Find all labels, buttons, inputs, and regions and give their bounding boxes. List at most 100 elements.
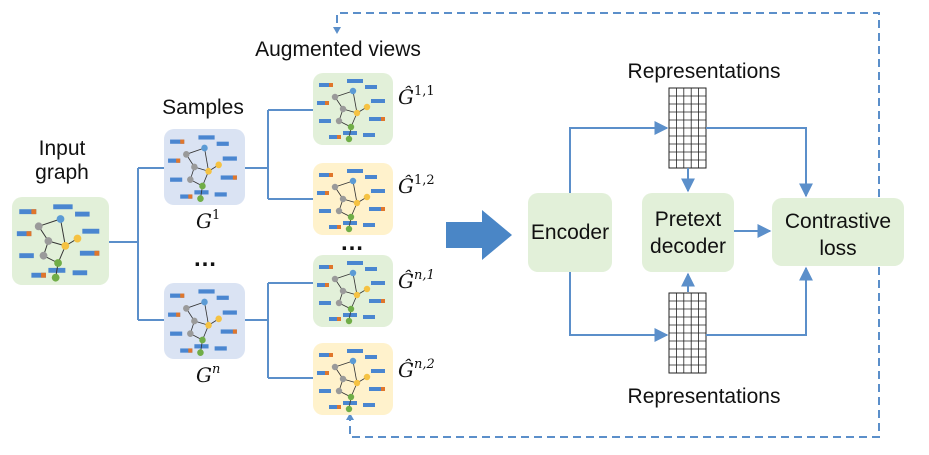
feature-block — [371, 369, 385, 373]
feature-block — [317, 191, 329, 195]
graph-glyph — [168, 289, 237, 357]
encoder-label: Encoder — [531, 221, 609, 244]
graph-node — [339, 105, 347, 113]
sample-label-1: G1 — [196, 208, 220, 233]
graph-edge — [352, 360, 358, 384]
graph-node — [353, 109, 361, 117]
graph-node — [187, 330, 194, 338]
feature-block — [168, 158, 181, 163]
feature-block — [347, 169, 363, 173]
feature-block — [168, 312, 181, 317]
input-graph-panel — [12, 197, 109, 285]
feature-block-highlight — [232, 175, 237, 180]
graph-node — [345, 225, 353, 233]
graph-glyph — [317, 349, 385, 413]
feature-block-highlight — [381, 207, 385, 211]
feature-block-highlight — [381, 117, 385, 121]
feature-block-highlight — [176, 312, 181, 317]
feature-block — [220, 329, 237, 334]
graph-node — [199, 336, 206, 344]
graph-node — [335, 387, 343, 395]
graph-node — [331, 363, 339, 371]
samples-label: Samples — [162, 96, 244, 119]
graph-node — [197, 195, 204, 203]
graph-node — [347, 213, 355, 221]
input-to-samples-connector — [108, 167, 164, 321]
feature-block — [363, 315, 375, 319]
graph-node — [331, 93, 339, 101]
feature-block — [329, 405, 341, 409]
sample-label-n: Gn — [196, 362, 220, 387]
graph-node — [349, 87, 357, 95]
feature-block-highlight — [337, 405, 341, 409]
feature-block — [371, 99, 385, 103]
graph-node — [345, 135, 353, 143]
feature-block — [319, 265, 333, 269]
feature-block — [365, 175, 377, 179]
graph-node — [215, 315, 222, 323]
feature-block — [317, 371, 329, 375]
graph-node — [349, 177, 357, 185]
graph-glyph — [317, 261, 385, 325]
graph-node — [345, 405, 353, 413]
feature-block-highlight — [337, 225, 341, 229]
representation-grid-top — [668, 87, 707, 169]
feature-block — [329, 225, 341, 229]
feature-block — [371, 281, 385, 285]
graph-node — [191, 163, 198, 171]
feature-block — [319, 209, 331, 213]
graph-edge — [352, 180, 358, 204]
feature-block — [214, 346, 227, 351]
feature-block — [369, 299, 385, 303]
representation-grid-bottom — [668, 292, 707, 374]
graph-node — [44, 237, 53, 245]
graph-node — [363, 285, 371, 293]
graph-node — [345, 317, 353, 325]
feature-block — [79, 250, 100, 256]
feature-block-highlight — [31, 209, 37, 215]
feature-block — [214, 192, 227, 197]
feature-block — [72, 270, 88, 276]
contrastive-loss-label-line1: Contrastive — [785, 210, 891, 233]
feature-block — [363, 403, 375, 407]
feature-block — [198, 289, 215, 294]
graph-node — [339, 287, 347, 295]
feature-block-highlight — [26, 231, 32, 237]
feature-block-highlight — [188, 194, 193, 199]
contrastive-loss-label-line2: loss — [819, 237, 856, 260]
view-label-1-2: Ĝ1,2 — [398, 173, 435, 198]
graph-node — [363, 193, 371, 201]
feature-block-highlight — [180, 139, 185, 144]
samples-ellipsis: … — [193, 245, 217, 272]
feature-block-highlight — [325, 101, 329, 105]
feature-block — [365, 267, 377, 271]
feature-block — [222, 156, 237, 161]
view-panel-1-2 — [313, 163, 393, 235]
feature-block — [347, 261, 363, 265]
graph-node — [347, 393, 355, 401]
feature-block — [19, 209, 37, 215]
encoder-box — [528, 193, 612, 272]
feature-block — [369, 387, 385, 391]
graph-node — [73, 234, 82, 243]
feature-block — [16, 231, 32, 237]
feature-block — [319, 389, 331, 393]
big-right-arrow — [446, 210, 512, 260]
feature-block-highlight — [337, 135, 341, 139]
graph-node — [215, 161, 222, 169]
samples-to-views-connector — [245, 109, 313, 379]
feature-block — [365, 355, 377, 359]
feature-block-highlight — [329, 173, 333, 177]
feature-block — [369, 207, 385, 211]
feature-block — [31, 272, 46, 278]
graph-glyph — [317, 169, 385, 233]
graph-node — [349, 357, 357, 365]
feature-block-highlight — [337, 317, 341, 321]
feature-block-highlight — [329, 353, 333, 357]
representations-label-bottom: Representations — [628, 385, 781, 408]
graph-node — [183, 150, 190, 158]
feature-block — [170, 139, 185, 144]
graph-node — [54, 259, 62, 267]
graph-node — [187, 176, 194, 184]
feedback-dashed-line — [336, 12, 880, 438]
